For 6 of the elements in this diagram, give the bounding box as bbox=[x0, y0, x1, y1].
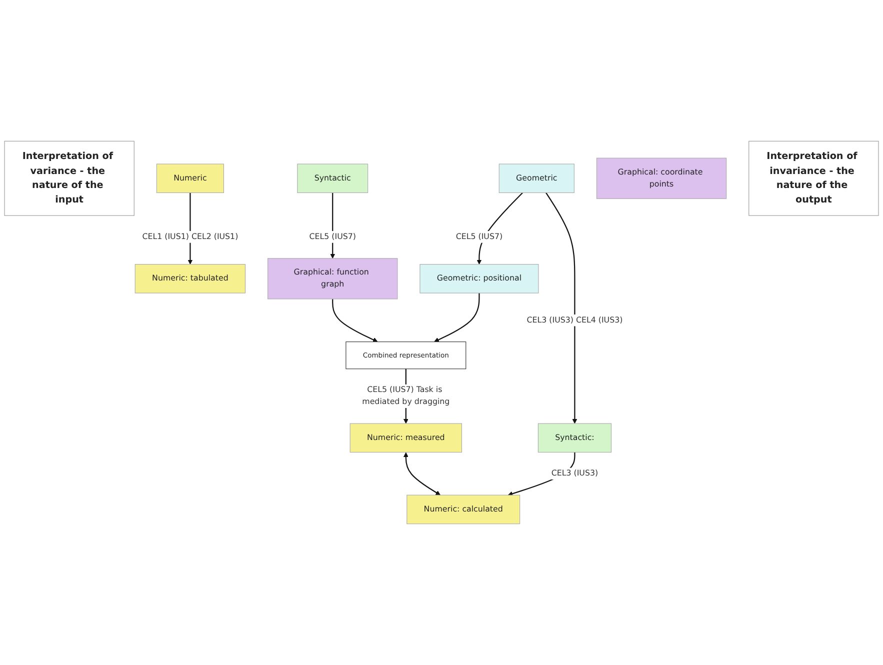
arrow bbox=[434, 293, 480, 342]
arrow bbox=[403, 452, 440, 496]
node-box: Interpretation of invariance - the nature of the output bbox=[748, 140, 879, 216]
arrow bbox=[332, 298, 378, 342]
node-box: Interpretation of variance - the nature of the input bbox=[4, 140, 134, 216]
arrow bbox=[546, 192, 578, 424]
